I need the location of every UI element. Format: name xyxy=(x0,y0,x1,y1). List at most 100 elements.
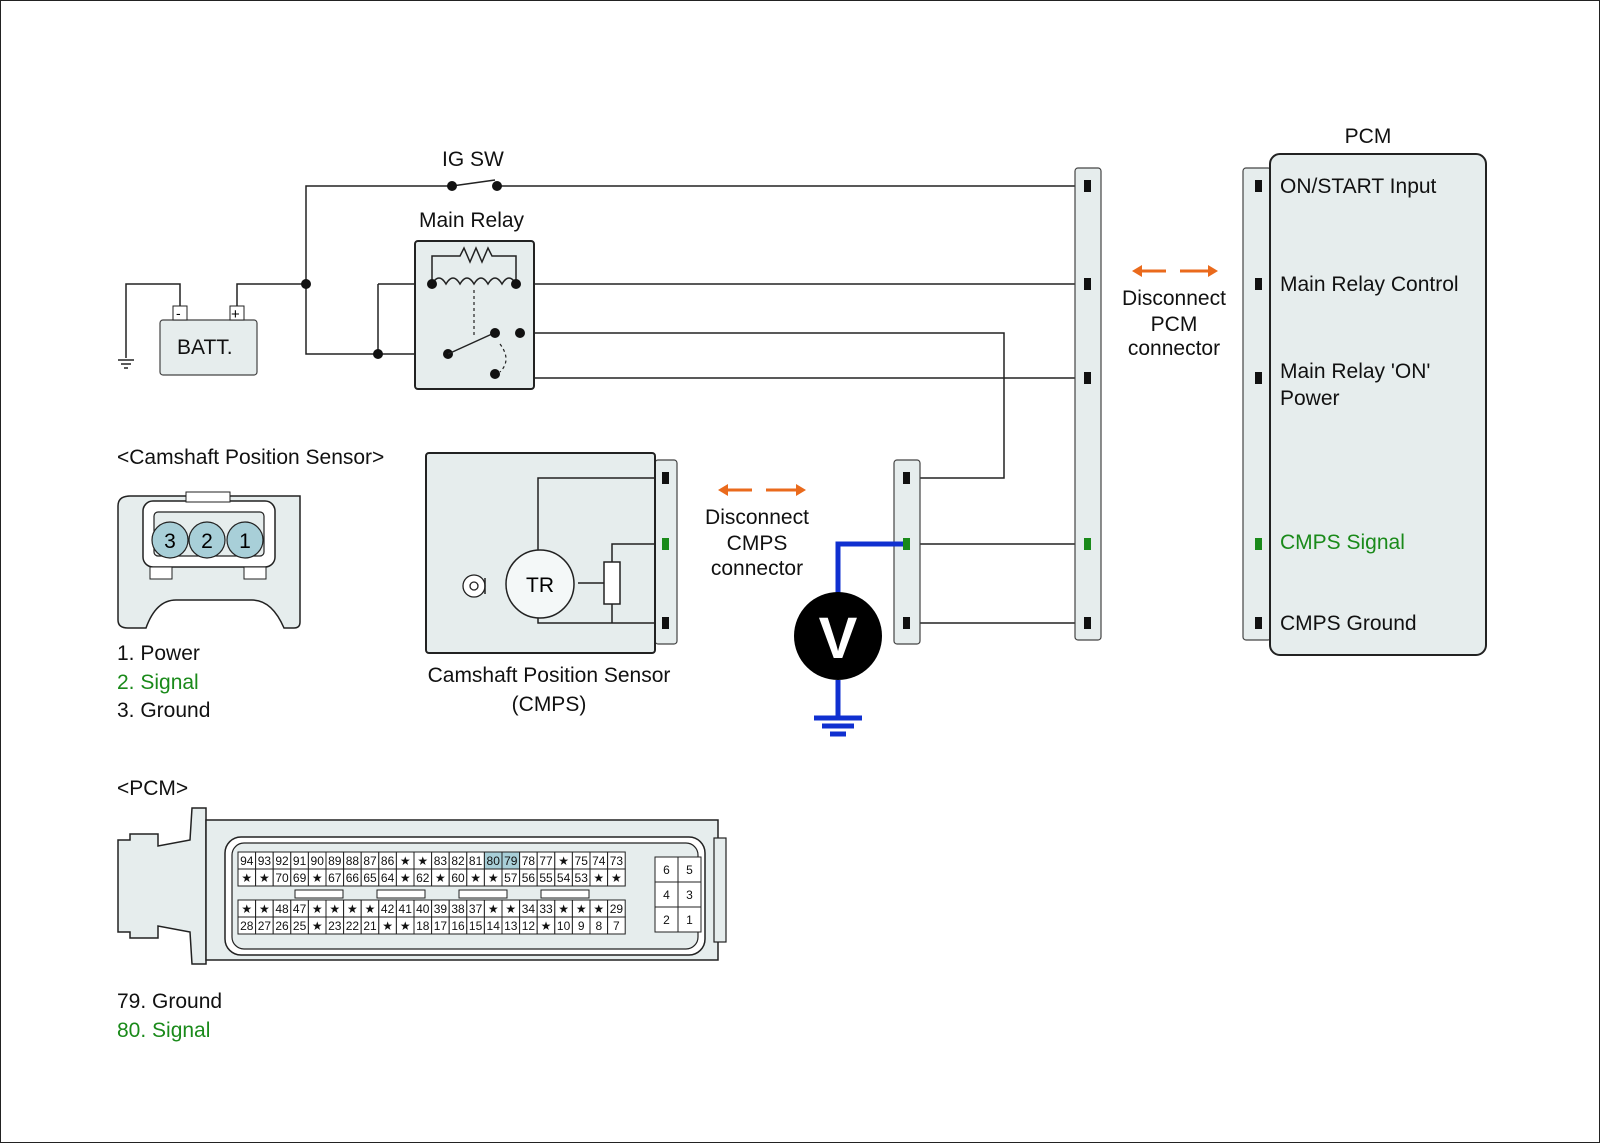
cmps-caption-2: (CMPS) xyxy=(512,693,587,716)
pcm-pin-label: 77 xyxy=(539,854,553,868)
pcm-harness-connector xyxy=(1074,167,1102,641)
pcm-pin-label: ★ xyxy=(347,902,358,916)
pcm-terminal-cmps-ground: CMPS Ground xyxy=(1280,612,1417,635)
pcm-pin-label: ★ xyxy=(312,871,323,885)
pcm-pin-label: 10 xyxy=(557,919,571,933)
pcm-pin-label: 16 xyxy=(451,919,465,933)
disconnect-pcm-line3: connector xyxy=(1128,337,1220,360)
pcm-pin-label: 12 xyxy=(522,919,536,933)
pcm-pin-label: ★ xyxy=(259,902,270,916)
pcm-pin-label: ★ xyxy=(541,919,552,933)
pcm-pin-label: 62 xyxy=(416,871,430,885)
pcm-pin-label: ★ xyxy=(417,854,428,868)
pcm-pin-label: 74 xyxy=(592,854,606,868)
pcm-pin-label: ★ xyxy=(488,902,499,916)
voltmeter-symbol: V xyxy=(819,606,858,671)
cmps-legend-1: 1. Power xyxy=(117,642,200,665)
pcm-title: PCM xyxy=(1345,125,1392,148)
pcm-pin-label: 18 xyxy=(416,919,430,933)
pcm-pin-label: ★ xyxy=(382,919,393,933)
pcm-pin-label: 75 xyxy=(575,854,589,868)
disconnect-pcm-line2: PCM xyxy=(1151,313,1198,336)
disconnect-cmps-line3: connector xyxy=(711,557,803,580)
cmps-pin-1: 1 xyxy=(239,530,251,553)
pcm-terminal-on-start: ON/START Input xyxy=(1280,175,1437,198)
cmps-harness-connector xyxy=(893,459,921,645)
cmps-sensor-tr: TR xyxy=(526,574,554,597)
main-relay: Main Relay xyxy=(414,209,535,390)
pcm-small-pin-label: 6 xyxy=(663,863,670,877)
pcm-pin-label: 65 xyxy=(363,871,377,885)
cmps-legend-3: 3. Ground xyxy=(117,699,210,722)
pcm-pin-label: ★ xyxy=(312,919,323,933)
pcm-pin-label: ★ xyxy=(576,902,587,916)
pcm-pin-label: 69 xyxy=(293,871,307,885)
pcm-pin-cell xyxy=(607,916,626,935)
pcm-small-pin-label: 1 xyxy=(686,913,693,927)
pcm-pin-label: 38 xyxy=(451,902,465,916)
pcm-pin-label: 92 xyxy=(275,854,289,868)
pcm-pin-label: 34 xyxy=(522,902,536,916)
battery-label: BATT. xyxy=(177,336,233,359)
pcm-legend-79: 79. Ground xyxy=(117,990,222,1013)
pcm-small-pin-label: 4 xyxy=(663,888,670,902)
disconnect-cmps-line1: Disconnect xyxy=(705,506,809,529)
pcm-legend-80: 80. Signal xyxy=(117,1019,210,1042)
pcm-pin-label: ★ xyxy=(558,902,569,916)
cmps-connector-face: <Camshaft Position Sensor> 3 2 1 1. Powe… xyxy=(117,446,384,722)
pcm-block: PCM ON/START Input Main Relay Control Ma… xyxy=(1242,125,1487,656)
pcm-pin-label: ★ xyxy=(505,902,516,916)
pcm-pin-label: 23 xyxy=(328,919,342,933)
pcm-pin-label: 90 xyxy=(311,854,325,868)
pcm-pin-label: ★ xyxy=(593,871,604,885)
pcm-pin-label: ★ xyxy=(259,871,270,885)
pcm-pin-label: 54 xyxy=(557,871,571,885)
cmps-legend-2: 2. Signal xyxy=(117,671,199,694)
battery-neg: - xyxy=(176,305,181,321)
cmps-connector-title: <Camshaft Position Sensor> xyxy=(117,446,384,469)
pcm-pin-label: 57 xyxy=(504,871,518,885)
pcm-pin-label: 87 xyxy=(363,854,377,868)
pcm-pin-label: 81 xyxy=(469,854,483,868)
pcm-pin-label: 93 xyxy=(258,854,272,868)
pcm-pin-label: 82 xyxy=(451,854,465,868)
pcm-pin-label: 67 xyxy=(328,871,342,885)
junction-node xyxy=(301,279,311,289)
pcm-pin-cell xyxy=(607,868,626,887)
pcm-pin-label: 39 xyxy=(434,902,448,916)
pcm-pin-label: 26 xyxy=(275,919,289,933)
ig-switch: IG SW xyxy=(442,148,504,191)
ig-switch-label: IG SW xyxy=(442,148,504,171)
pcm-pin-label: ★ xyxy=(611,871,622,885)
pcm-terminal-main-relay-on: Main Relay 'ON' xyxy=(1280,360,1430,383)
pcm-pin-label: 15 xyxy=(469,919,483,933)
pcm-pin-label: 94 xyxy=(240,854,254,868)
pcm-pin-label: 73 xyxy=(610,854,624,868)
pcm-pin-label: 13 xyxy=(504,919,518,933)
pcm-pin-label: ★ xyxy=(400,854,411,868)
pcm-pin-label: 79 xyxy=(504,854,518,868)
pcm-terminal-cmps-signal: CMPS Signal xyxy=(1280,531,1405,554)
pcm-connector-title: <PCM> xyxy=(117,777,188,800)
pcm-pin-label: ★ xyxy=(488,871,499,885)
pcm-pin-label: 56 xyxy=(522,871,536,885)
cmps-sensor: TR Camshaft Position Sensor (CMPS) xyxy=(425,452,678,716)
pcm-pin-label: ★ xyxy=(365,902,376,916)
pcm-pin-label: ★ xyxy=(241,871,252,885)
pcm-small-pin-label: 3 xyxy=(686,888,693,902)
pcm-pin-label: 47 xyxy=(293,902,307,916)
pcm-pin-label: 17 xyxy=(434,919,448,933)
pcm-pin-label: 40 xyxy=(416,902,430,916)
pcm-pin-label: 80 xyxy=(487,854,501,868)
pcm-pin-label: 86 xyxy=(381,854,395,868)
pcm-pin-label: 7 xyxy=(613,919,620,933)
pcm-pin-label: 22 xyxy=(346,919,360,933)
pcm-small-pin-label: 2 xyxy=(663,913,670,927)
disconnect-cmps-callout: Disconnect CMPS connector xyxy=(705,484,809,580)
voltmeter: V xyxy=(794,538,910,737)
pcm-pin-label: 33 xyxy=(539,902,553,916)
pcm-pin-label: 88 xyxy=(346,854,360,868)
